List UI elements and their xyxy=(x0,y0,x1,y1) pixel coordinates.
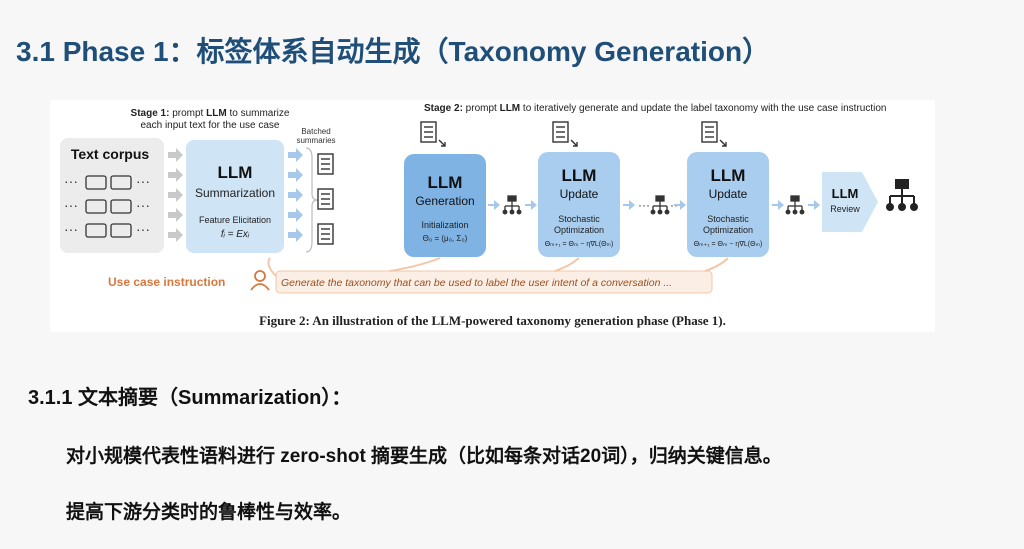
review-name: Review xyxy=(830,204,860,214)
upd2-out-arrow xyxy=(772,200,784,210)
chat-bubbles-icon: ··· ··· ··· ··· ··· ··· xyxy=(64,173,150,238)
gen-name: Generation xyxy=(415,194,474,208)
upd2-formula: Θₘ₊₁ = Θₘ − η∇L(Θₘ) xyxy=(694,241,763,248)
bullet-text-1: 对小规模代表性语料进行 zero-shot 摘要生成（比如每条对话20词），归纳… xyxy=(66,446,782,467)
taxonomy-diagram: Stage 1: prompt LLM to summarize each in… xyxy=(60,103,918,294)
llm-update-box-2 xyxy=(687,152,769,257)
summ-name: Summarization xyxy=(195,186,275,200)
upd1-sub1: Stochastic xyxy=(558,214,600,224)
ellipsis-dots: ··· xyxy=(638,198,650,212)
instruction-box xyxy=(275,270,713,294)
doc-input-icon-3 xyxy=(701,121,727,147)
taxonomy-tree-icon-2 xyxy=(650,195,670,215)
svg-text:···: ··· xyxy=(64,197,78,213)
tree3-out-arrow xyxy=(808,200,820,210)
stage1-label-line2: each input text for the use case xyxy=(141,120,280,131)
upd1-name: Update xyxy=(560,187,599,201)
use-case-label: Use case instruction xyxy=(108,275,225,289)
doc-input-icon-2 xyxy=(552,121,578,147)
text-corpus-label: Text corpus xyxy=(71,146,150,162)
final-taxonomy-icon xyxy=(886,179,918,211)
instruction-text: Generate the taxonomy that can be used t… xyxy=(281,277,672,289)
user-icon xyxy=(250,270,270,291)
stage2-label: Stage 2: prompt LLM to iteratively gener… xyxy=(424,103,886,114)
document-list-icon xyxy=(317,153,334,245)
stage1-label: Stage 1: prompt LLM to summarize xyxy=(131,108,290,119)
gen-formula: Θ₀ = (μ₀, Σ₀) xyxy=(423,234,468,243)
upd1-formula: Θₘ₊₁ = Θₘ − η∇L(Θₘ) xyxy=(545,241,614,248)
figure-panel: Stage 1: prompt LLM to summarize each in… xyxy=(50,100,935,332)
batched-bracket xyxy=(305,147,319,253)
llm-generation-box xyxy=(404,154,486,257)
instruction-connectors xyxy=(267,257,729,277)
upd2-sub1: Stochastic xyxy=(707,214,749,224)
svg-text:···: ··· xyxy=(136,221,150,237)
svg-text:···: ··· xyxy=(64,221,78,237)
review-llm-label: LLM xyxy=(832,186,859,201)
svg-text:···: ··· xyxy=(64,173,78,189)
batched-label: Batched xyxy=(301,127,330,136)
summary-arrows xyxy=(288,148,303,242)
figure-caption: Figure 2: An illustration of the LLM-pow… xyxy=(259,313,726,328)
summ-formula: fᵢ = Exᵢ xyxy=(221,229,250,240)
upd2-llm-label: LLM xyxy=(711,166,746,185)
corpus-arrows xyxy=(168,148,183,242)
upd2-sub2: Optimization xyxy=(703,225,753,235)
summ-llm-label: LLM xyxy=(218,163,253,182)
summ-sub: Feature Elicitation xyxy=(199,215,271,225)
taxonomy-tree-icon xyxy=(502,195,522,215)
doc-input-icon-1 xyxy=(420,121,446,147)
upd1-llm-label: LLM xyxy=(562,166,597,185)
llm-review-box xyxy=(822,172,878,232)
taxonomy-tree-icon-3 xyxy=(785,195,805,215)
tree2-out-arrow xyxy=(674,200,686,210)
upd1-sub2: Optimization xyxy=(554,225,604,235)
gen-sub: Initialization xyxy=(421,220,468,230)
gen-llm-label: LLM xyxy=(428,173,463,192)
svg-text:···: ··· xyxy=(136,197,150,213)
gen-out-arrow xyxy=(488,200,500,210)
section-heading: 3.1.1 文本摘要（Summarization）： xyxy=(28,387,352,409)
llm-update-box-1 xyxy=(538,152,620,257)
slide-title: 3.1 Phase 1：标签体系自动生成（Taxonomy Generation… xyxy=(16,36,771,67)
upd1-out-arrow xyxy=(623,200,635,210)
llm-summarization-box xyxy=(186,140,284,253)
tree-out-arrow xyxy=(525,200,537,210)
svg-text:···: ··· xyxy=(136,173,150,189)
upd2-name: Update xyxy=(709,187,748,201)
bullet-text-2: 提高下游分类时的鲁棒性与效率。 xyxy=(66,502,352,523)
batched-label-2: summaries xyxy=(296,136,335,145)
